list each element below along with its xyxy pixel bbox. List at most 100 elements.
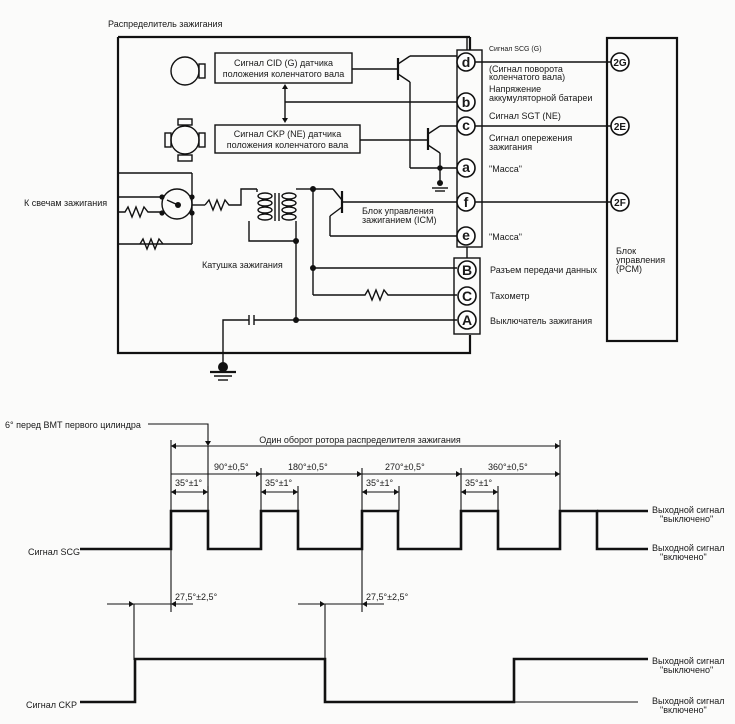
- pin-c-label-3: зажигания: [489, 142, 532, 152]
- ckp-offset-label-1: 27,5°±2,5°: [175, 592, 218, 602]
- resistor-icon: [118, 205, 162, 219]
- arrow-icon: [394, 489, 399, 495]
- distributor-rotor: [118, 172, 205, 245]
- angle-label-180: 180°±0,5°: [288, 462, 328, 472]
- svg-text:C: C: [462, 288, 472, 304]
- ckp-offset-dimension-1: [107, 549, 193, 660]
- pin-f: f: [456, 192, 476, 212]
- ckp-offset-label-2: 27,5°±2,5°: [366, 592, 409, 602]
- arrow-icon: [493, 489, 498, 495]
- svg-text:e: e: [462, 227, 470, 243]
- pin-b-label: Напряжение: [489, 84, 541, 94]
- arrow-icon: [171, 489, 176, 495]
- cid-sensor-label: Сигнал CID (G) датчика: [234, 58, 333, 68]
- pin-e: e: [456, 226, 476, 246]
- angle-label-90: 90°±0,5°: [214, 462, 249, 472]
- scg-on-label: Выходной сигнал: [652, 543, 724, 553]
- scg-off-label: Выходной сигнал: [652, 505, 724, 515]
- capacitor-icon: [222, 315, 457, 343]
- pcm-label-2: управления: [616, 255, 665, 265]
- ground-symbol-icon: [432, 180, 448, 192]
- pulse-width-label: 35°±1°: [175, 478, 203, 488]
- arrow-icon: [203, 489, 208, 495]
- arrow-icon: [362, 489, 367, 495]
- pin-b: b: [456, 92, 476, 112]
- tdc-label: 6° перед ВМТ первого цилиндра: [5, 420, 141, 430]
- pin-d: d: [456, 52, 476, 72]
- connector-c-label: Тахометр: [490, 291, 530, 301]
- ckp-signal-label: Сигнал CKP: [26, 700, 77, 710]
- pin-c: c: [456, 116, 476, 136]
- ckp-on-label: Выходной сигнал: [652, 696, 724, 706]
- revolution-label: Один оборот ротора распределителя зажига…: [259, 435, 461, 445]
- pulse-width-labels: 35°±1° 35°±1° 35°±1° 35°±1°: [175, 478, 493, 488]
- connector-pin-a: A: [457, 310, 477, 330]
- junction-dot: [293, 317, 299, 323]
- pcm-pin-2e: 2E: [610, 116, 630, 136]
- pin-d-label-2: (Сигнал поворота: [489, 64, 563, 74]
- sensor-link-arrow: [282, 84, 457, 123]
- spark-plugs-label: К свечам зажигания: [24, 198, 107, 208]
- tdc-pointer-line: [148, 423, 209, 442]
- arrow-icon: [357, 471, 362, 477]
- tachometer-resistor: [313, 288, 457, 302]
- connector-a-label: Выключатель зажигания: [490, 316, 592, 326]
- connector-pin-c: C: [457, 286, 477, 306]
- ecu-connector-strip: [456, 49, 483, 248]
- svg-text:B: B: [462, 262, 472, 278]
- pin-e-label: "Масса": [489, 232, 522, 242]
- arrow-icon: [555, 471, 560, 477]
- pcm-label-3: (PCM): [616, 264, 642, 274]
- arrow-icon: [461, 489, 466, 495]
- pcm-box: [605, 36, 679, 343]
- ignition-coil-icon: [248, 188, 312, 320]
- svg-text:2F: 2F: [614, 198, 626, 209]
- pulse-width-label: 35°±1°: [366, 478, 394, 488]
- arrow-icon: [293, 489, 298, 495]
- scg-on-label-2: "включено": [660, 552, 707, 562]
- pulse-width-label: 35°±1°: [265, 478, 293, 488]
- chassis-ground-icon: [210, 343, 236, 381]
- connector-pin-b: B: [457, 260, 477, 280]
- scg-waveform: [80, 509, 648, 551]
- ckp-sensor-icon: [164, 118, 206, 162]
- icm-transistor: [312, 188, 457, 237]
- svg-text:a: a: [462, 159, 470, 175]
- pcm-pin-2f: 2F: [610, 192, 630, 212]
- angle-label-360: 360°±0,5°: [488, 462, 528, 472]
- pcm-label: Блок: [616, 246, 636, 256]
- svg-text:2G: 2G: [613, 58, 627, 69]
- pin-a-label: "Масса": [489, 164, 522, 174]
- tdc-arrow-icon: [205, 441, 211, 446]
- ckp-offset-dimension-2: [298, 549, 384, 660]
- icm-label-2: зажиганием (ICM): [362, 215, 436, 225]
- transistor-sgt: [360, 125, 457, 181]
- cid-sensor-icon: [170, 56, 206, 86]
- ckp-off-label-2: "выключено": [660, 665, 713, 675]
- arrow-icon: [456, 471, 461, 477]
- pin-c-label-2: Сигнал опережения: [489, 133, 572, 143]
- arrow-icon: [256, 471, 261, 477]
- ckp-off-label: Выходной сигнал: [652, 656, 724, 666]
- junction-dot: [437, 165, 443, 171]
- cid-sensor-box: [214, 52, 353, 84]
- scg-signal-label: Сигнал SCG: [28, 547, 80, 557]
- pcm-pin-2g: 2G: [610, 52, 630, 72]
- distributor-label: Распределитель зажигания: [108, 19, 223, 29]
- svg-text:2E: 2E: [614, 122, 627, 133]
- ckp-on-label-2: "включено": [660, 705, 707, 715]
- coil-label: Катушка зажигания: [202, 260, 283, 270]
- angle-label-270: 270°±0,5°: [385, 462, 425, 472]
- arrow-icon: [261, 489, 266, 495]
- svg-text:d: d: [462, 54, 471, 70]
- pin-c-label: Сигнал SGT (NE): [489, 111, 561, 121]
- resistor-icon: [204, 188, 257, 212]
- pulse-width-label: 35°±1°: [465, 478, 493, 488]
- svg-text:f: f: [464, 194, 469, 210]
- pin-a: a: [456, 158, 476, 178]
- icm-label: Блок управления: [362, 206, 434, 216]
- angle-labels: 90°±0,5° 180°±0,5° 270°±0,5° 360°±0,5°: [214, 462, 528, 472]
- pin-b-label-2: аккумуляторной батареи: [489, 93, 592, 103]
- junction-dot: [293, 238, 299, 244]
